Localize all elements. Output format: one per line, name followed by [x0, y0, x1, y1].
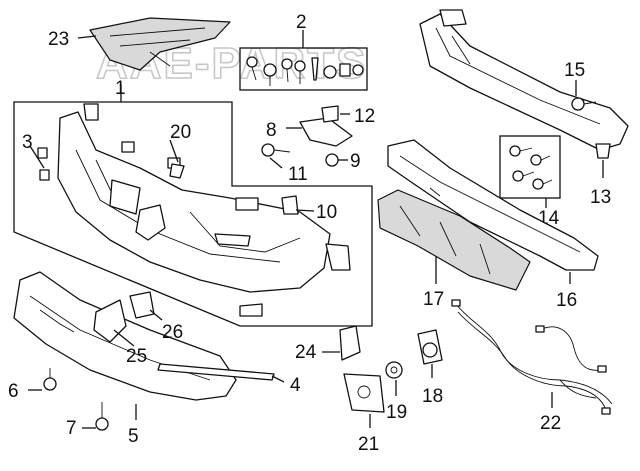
part-18-parking-sensor: [417, 329, 443, 365]
part-2-fastener-kit: [239, 47, 368, 91]
callout-12: 12: [354, 106, 375, 127]
callout-20: 20: [170, 122, 191, 143]
part-17-absorber: [377, 189, 531, 291]
callout-8: 8: [266, 120, 277, 141]
part-12-clip: [321, 105, 339, 123]
part-22-wiring-harness: [451, 299, 613, 415]
callout-3: 3: [22, 132, 33, 153]
callout-19: 19: [386, 402, 407, 423]
part-24-bracket: [339, 325, 361, 361]
callout-26: 26: [162, 322, 183, 343]
part-11-bolt: [261, 143, 291, 157]
callout-13: 13: [590, 187, 611, 208]
callout-16: 16: [556, 290, 577, 311]
callout-15: 15: [564, 60, 585, 81]
part-14-bolt-kit: [499, 135, 561, 199]
part-6-screw: [43, 368, 57, 391]
part-15-clip: [571, 97, 597, 111]
part-21-sensor-bracket: [343, 373, 385, 413]
callout-6: 6: [8, 381, 19, 402]
part-26-bracket: [129, 291, 155, 319]
callout-5: 5: [128, 426, 139, 447]
callout-17: 17: [423, 289, 444, 310]
callout-9: 9: [350, 151, 361, 172]
part-23-bracket: [89, 17, 231, 71]
callout-11: 11: [288, 164, 308, 185]
callout-22: 22: [540, 413, 561, 434]
callout-2: 2: [296, 12, 307, 33]
part-9-nut: [325, 153, 339, 167]
callout-24: 24: [295, 342, 317, 363]
callout-10: 10: [316, 202, 337, 223]
part-16-impact-bar: [387, 139, 599, 271]
callout-23: 23: [48, 29, 69, 50]
part-19-washer: [385, 361, 403, 379]
part-4-molding: [157, 363, 275, 381]
callout-4: 4: [290, 375, 301, 396]
callout-7: 7: [66, 418, 77, 439]
part-7-screw: [95, 402, 109, 431]
callout-1: 1: [115, 78, 126, 99]
part-1-bumper-cover-group: [13, 101, 373, 327]
part-13-reinforcement: [419, 9, 629, 159]
callout-18: 18: [422, 386, 443, 407]
callout-25: 25: [126, 346, 147, 367]
callout-21: 21: [358, 434, 379, 455]
